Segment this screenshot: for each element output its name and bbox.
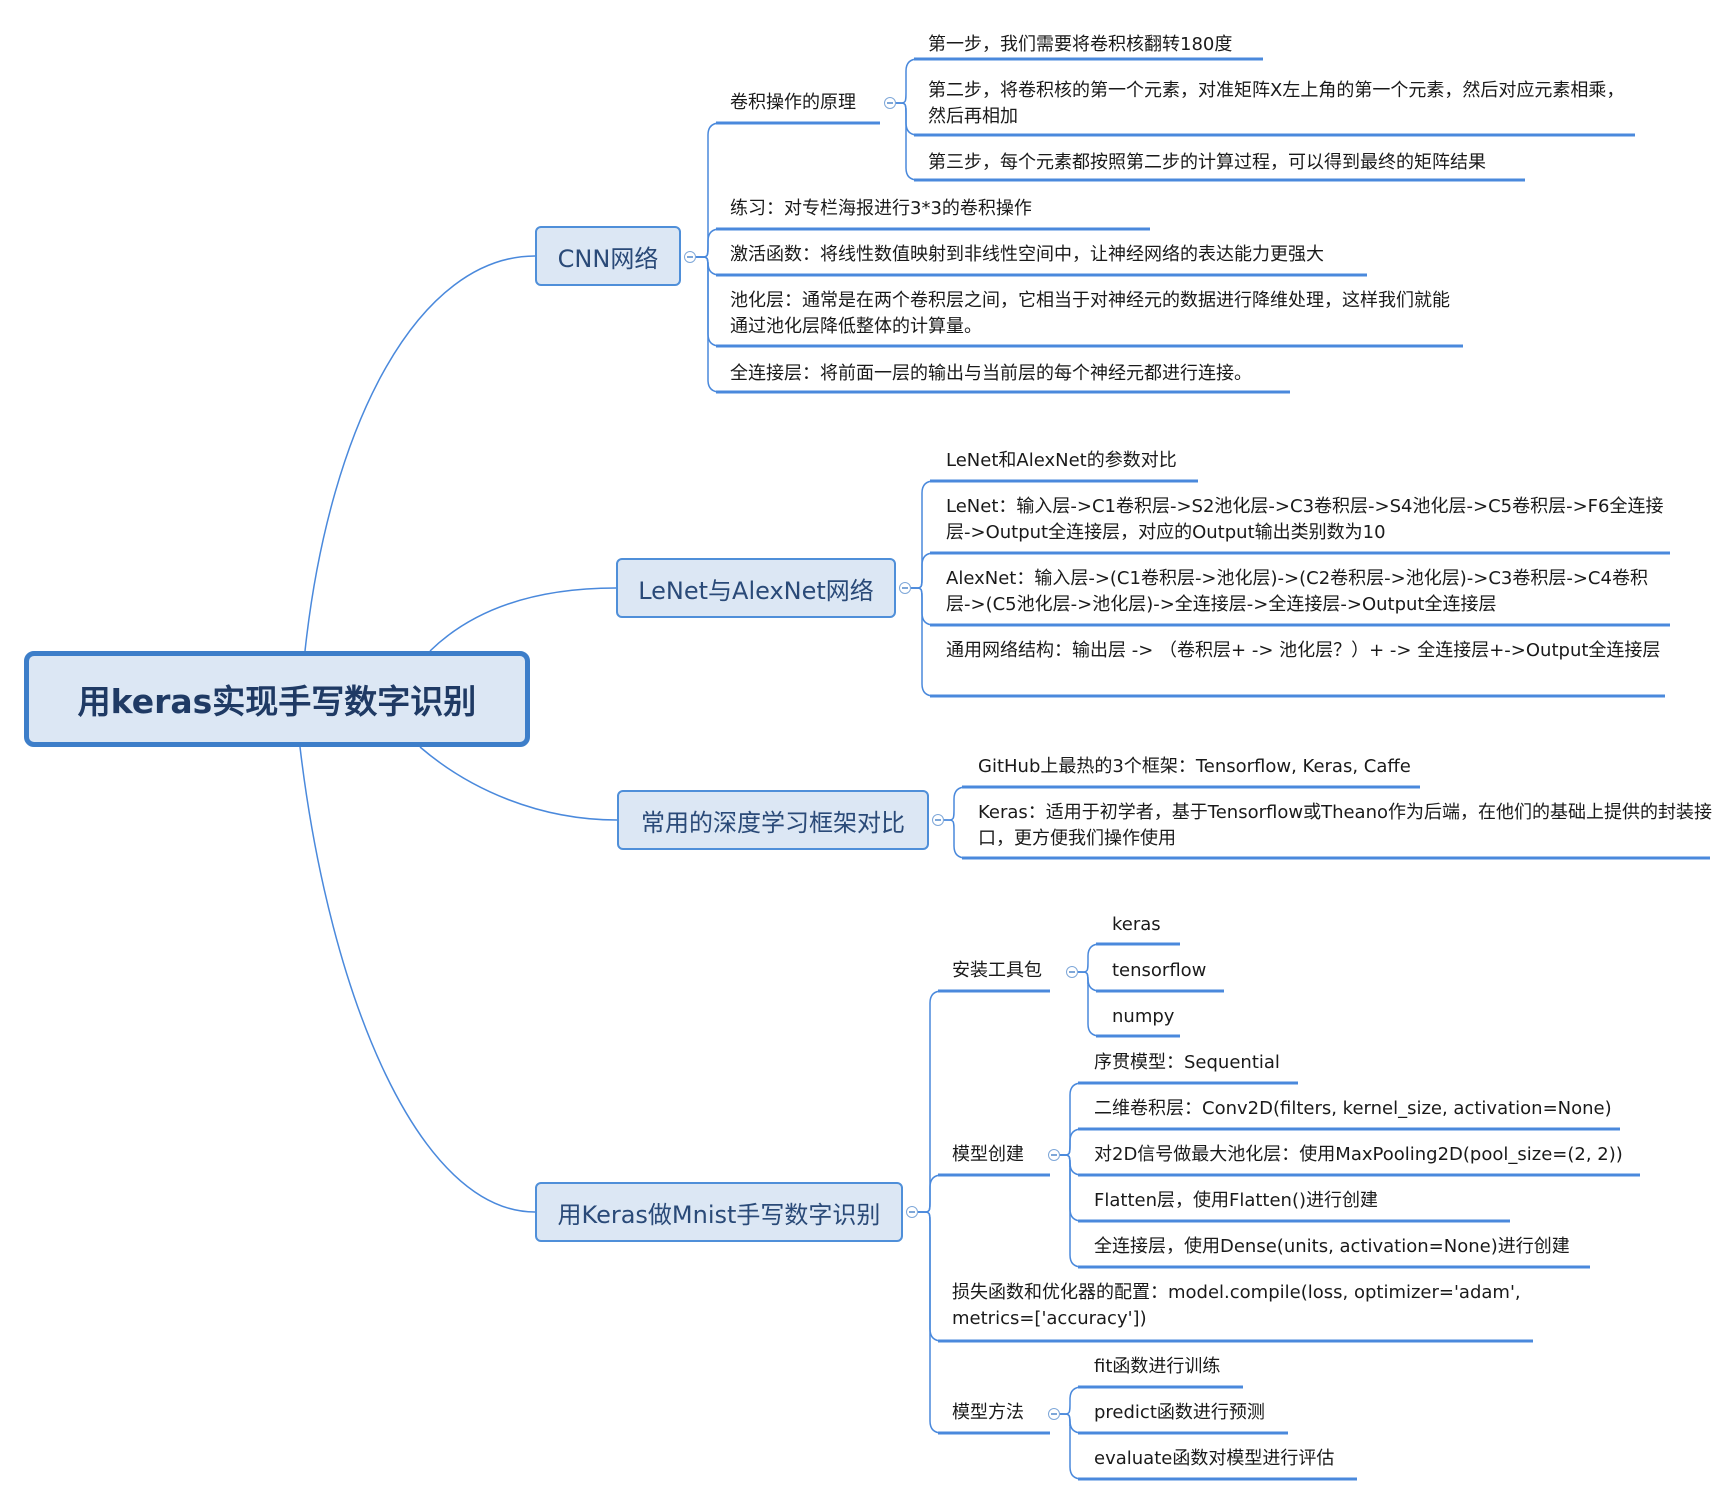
root-link-lenet [429, 587, 617, 652]
topic-github-frameworks[interactable]: GitHub上最热的3个框架：Tensorflow, Keras, Caffe [978, 756, 1411, 777]
subtopic-dense[interactable]: 全连接层，使用Dense(units, activation=None)进行创建 [1094, 1236, 1570, 1257]
subtopic-numpy[interactable]: numpy [1112, 1006, 1175, 1027]
branch-lenet-alexnet[interactable]: LeNet与AlexNet网络 [616, 558, 896, 618]
subtopic-fit[interactable]: fit函数进行训练 [1094, 1356, 1221, 1377]
topic-fully-connected[interactable]: 全连接层：将前面一层的输出与当前层的每个神经元都进行连接。 [730, 363, 1252, 384]
topic-param-compare[interactable]: LeNet和AlexNet的参数对比 [946, 450, 1177, 471]
cnn-link-4 [696, 256, 721, 393]
topic-pooling[interactable]: 池化层：通常是在两个卷积层之间，它相当于对神经元的数据进行降维处理，这样我们就能… [730, 290, 1450, 337]
subtopic-evaluate[interactable]: evaluate函数对模型进行评估 [1094, 1448, 1335, 1469]
install-link-0 [1078, 943, 1101, 973]
mnist-link-0 [918, 990, 943, 1213]
create-link-0 [1060, 1082, 1083, 1156]
subtopic-maxpooling2d[interactable]: 对2D信号做最大池化层：使用MaxPooling2D(pool_size=(2,… [1094, 1144, 1623, 1165]
subtopic-conv2d[interactable]: 二维卷积层：Conv2D(filters, kernel_size, activ… [1094, 1098, 1612, 1119]
collapse-icon[interactable] [1048, 1408, 1060, 1420]
collapse-icon[interactable] [884, 97, 896, 109]
methods-link-1 [1060, 1413, 1083, 1434]
mnist-link-3 [918, 1211, 943, 1434]
fw-link-1 [944, 819, 967, 859]
collapse-icon[interactable] [906, 1206, 918, 1218]
methods-link-2 [1060, 1413, 1083, 1480]
install-link-1 [1078, 971, 1101, 992]
install-link-2 [1078, 971, 1101, 1037]
root-link-frameworks [419, 746, 618, 821]
topic-alexnet[interactable]: AlexNet：输入层->(C1卷积层->池化层)->(C2卷积层->池化层)-… [946, 568, 1648, 615]
root-link-cnn [304, 255, 536, 652]
lenet-link-3 [911, 587, 935, 697]
topic-activation[interactable]: 激活函数：将线性数值映射到非线性空间中，让神经网络的表达能力更强大 [730, 244, 1324, 265]
collapse-icon[interactable] [932, 814, 944, 826]
subtopic-keras[interactable]: keras [1112, 914, 1161, 935]
subtopic-flatten[interactable]: Flatten层，使用Flatten()进行创建 [1094, 1190, 1379, 1211]
topic-conv-principle[interactable]: 卷积操作的原理 [730, 92, 856, 113]
subtopic-predict[interactable]: predict函数进行预测 [1094, 1402, 1265, 1423]
collapse-icon[interactable] [1048, 1149, 1060, 1161]
methods-link-0 [1060, 1386, 1083, 1415]
topic-practice[interactable]: 练习：对专栏海报进行3*3的卷积操作 [730, 198, 1032, 219]
subtopic-tensorflow[interactable]: tensorflow [1112, 960, 1207, 981]
create-link-3 [1060, 1154, 1083, 1222]
create-link-4 [1060, 1154, 1083, 1268]
topic-compile[interactable]: 损失函数和优化器的配置：model.compile(loss, optimize… [952, 1282, 1521, 1329]
subtopic-conv-step-1[interactable]: 第一步，我们需要将卷积核翻转180度 [928, 34, 1233, 55]
topic-install-packages[interactable]: 安装工具包 [952, 960, 1042, 981]
create-link-1 [1060, 1128, 1083, 1156]
subtopic-sequential[interactable]: 序贯模型：Sequential [1094, 1052, 1280, 1073]
branch-frameworks[interactable]: 常用的深度学习框架对比 [617, 790, 929, 850]
branch-cnn[interactable]: CNN网络 [535, 226, 681, 286]
topic-general-structure[interactable]: 通用网络结构：输出层 -> （卷积层+ -> 池化层？）+ -> 全连接层+->… [946, 640, 1661, 661]
subtopic-conv-step-2[interactable]: 第二步，将卷积核的第一个元素，对准矩阵X左上角的第一个元素，然后对应元素相乘，然… [928, 80, 1625, 127]
topic-model-create[interactable]: 模型创建 [952, 1144, 1024, 1165]
create-link-2 [1060, 1154, 1083, 1176]
root-link-mnist [299, 746, 536, 1213]
collapse-icon[interactable] [684, 251, 696, 263]
fw-link-0 [944, 786, 967, 821]
collapse-icon[interactable] [899, 582, 911, 594]
subtopic-conv-step-3[interactable]: 第三步，每个元素都按照第二步的计算过程，可以得到最终的矩阵结果 [928, 152, 1486, 173]
topic-lenet[interactable]: LeNet：输入层->C1卷积层->S2池化层->C3卷积层->S4池化层->C… [946, 496, 1664, 543]
root-topic[interactable]: 用keras实现手写数字识别 [24, 651, 530, 747]
topic-keras-intro[interactable]: Keras：适用于初学者，基于Tensorflow或Theano作为后端，在他们… [978, 802, 1712, 849]
topic-model-methods[interactable]: 模型方法 [952, 1402, 1024, 1423]
branch-mnist[interactable]: 用Keras做Mnist手写数字识别 [535, 1182, 903, 1242]
collapse-icon[interactable] [1066, 966, 1078, 978]
conv-link-2 [896, 102, 919, 181]
